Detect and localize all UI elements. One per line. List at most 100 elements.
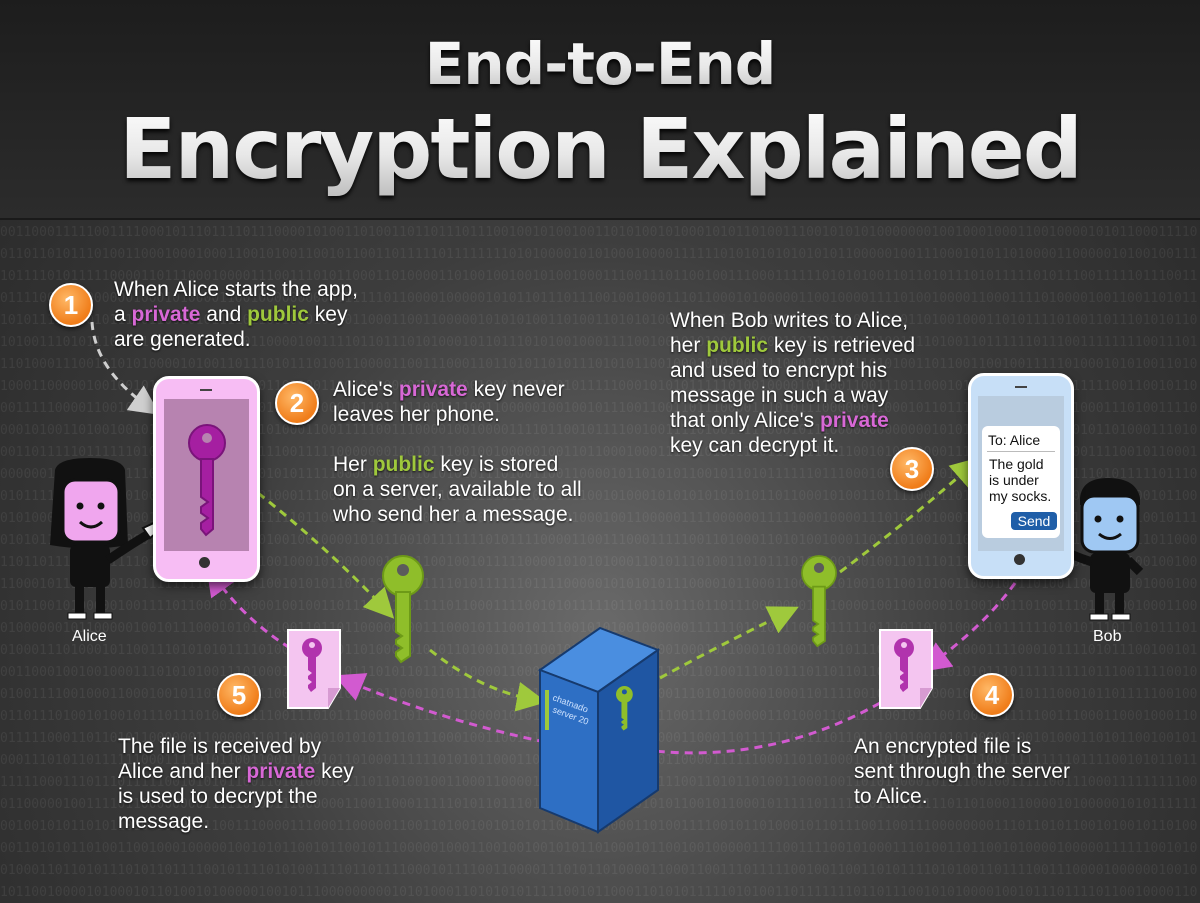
- phone-home-button: [199, 557, 210, 568]
- title-line-2: Encryption Explained: [0, 100, 1200, 198]
- arrow-bob-to-file: [920, 582, 1017, 673]
- arrow-key-to-bob: [839, 457, 981, 574]
- text-line: who send her a message.: [333, 502, 653, 527]
- send-button[interactable]: Send: [1011, 512, 1057, 530]
- text-segment: that only Alice's: [670, 409, 820, 432]
- text-segment: and: [200, 303, 248, 326]
- private-key-term: private: [819, 409, 889, 432]
- text-segment: is used to decrypt the: [118, 785, 318, 808]
- text-segment: key never: [467, 378, 565, 401]
- public-key-icon: [382, 555, 424, 664]
- text-segment: sent through the server: [854, 760, 1070, 783]
- text-line: is used to decrypt the: [118, 784, 438, 809]
- alice-name-label: Alice: [72, 628, 107, 645]
- text-segment: message.: [118, 810, 210, 833]
- bob-phone: To: Alice The gold is under my socks. Se…: [968, 373, 1074, 579]
- text-line: Alice's private key never: [333, 377, 653, 402]
- public-key-icon: [616, 686, 633, 731]
- text-segment: An encrypted file is: [854, 735, 1032, 758]
- text-line: When Alice starts the app,: [114, 277, 414, 302]
- text-segment: key can decrypt it.: [670, 434, 840, 457]
- text-segment: to Alice.: [854, 785, 928, 808]
- alice-figure: [50, 458, 162, 620]
- text-segment: on a server, available to all: [333, 478, 582, 501]
- step-3-text: When Bob writes to Alice,her public key …: [670, 308, 970, 458]
- phone-speaker: [200, 389, 212, 391]
- text-segment: leaves her phone.: [333, 403, 500, 426]
- text-line: sent through the server: [854, 759, 1154, 784]
- text-segment: key is stored: [434, 453, 559, 476]
- text-segment: key: [315, 760, 354, 783]
- private-key-term: private: [398, 378, 468, 401]
- text-line: Her public key is stored: [333, 452, 653, 477]
- message-recipient: To: Alice: [988, 432, 1041, 448]
- phone-home-button: [1014, 554, 1025, 565]
- public-key-term: public: [247, 303, 309, 326]
- arrow-server-to-key: [659, 606, 799, 680]
- text-line: leaves her phone.: [333, 402, 653, 427]
- private-key-term: private: [246, 760, 316, 783]
- text-line: [333, 427, 653, 452]
- step-badge-5: 5: [217, 673, 261, 717]
- server-icon: chatnado server 20: [537, 626, 661, 834]
- arrow-key-to-server: [429, 648, 547, 712]
- text-segment: her: [670, 334, 707, 357]
- text-segment: The file is received by: [118, 735, 322, 758]
- text-segment: key is retrieved: [768, 334, 916, 357]
- text-line: message.: [118, 809, 438, 834]
- text-line: to Alice.: [854, 784, 1154, 809]
- bob-name-label: Bob: [1093, 628, 1122, 645]
- phone-speaker: [1015, 386, 1027, 388]
- text-segment: When Alice starts the app,: [114, 278, 358, 301]
- text-line: a private and public key: [114, 302, 414, 327]
- text-segment: Alice and her: [118, 760, 247, 783]
- arrow-generate: [90, 321, 160, 415]
- text-segment: key: [308, 303, 348, 326]
- text-line: When Bob writes to Alice,: [670, 308, 970, 333]
- step-badge-3: 3: [890, 447, 934, 491]
- bob-phone-screen: To: Alice The gold is under my socks. Se…: [978, 396, 1064, 551]
- step-1-text: When Alice starts the app,a private and …: [114, 277, 414, 352]
- text-line: The file is received by: [118, 734, 438, 759]
- alice-phone-screen: [164, 399, 249, 551]
- text-segment: Her: [333, 453, 373, 476]
- text-line: her public key is retrieved: [670, 333, 970, 358]
- text-segment: and used to encrypt his: [670, 359, 888, 382]
- text-line: that only Alice's private: [670, 408, 970, 433]
- arrow-file-to-server: [613, 701, 881, 765]
- message-body: The gold is under my socks.: [989, 456, 1059, 504]
- arrow-file-to-alice: [206, 565, 291, 650]
- text-segment: are generated.: [114, 328, 251, 351]
- step-badge-1: 1: [49, 283, 93, 327]
- private-key-icon: [188, 424, 226, 537]
- message-line: my socks.: [989, 488, 1052, 504]
- text-segment: a: [114, 303, 132, 326]
- encrypted-file-icon: [879, 629, 933, 709]
- message-compose-card: To: Alice The gold is under my socks. Se…: [982, 426, 1060, 538]
- private-key-term: private: [131, 303, 201, 326]
- text-line: Alice and her private key: [118, 759, 438, 784]
- message-line: The gold: [989, 456, 1044, 472]
- text-line: An encrypted file is: [854, 734, 1154, 759]
- alice-phone: [153, 376, 260, 582]
- text-segment: who send her a message.: [333, 503, 574, 526]
- text-segment: When Bob writes to Alice,: [670, 309, 909, 332]
- public-key-term: public: [706, 334, 769, 357]
- divider: [987, 451, 1055, 452]
- text-line: on a server, available to all: [333, 477, 653, 502]
- arrow-server-to-file: [333, 673, 546, 744]
- text-line: key can decrypt it.: [670, 433, 970, 458]
- step-badge-4: 4: [970, 673, 1014, 717]
- text-line: message in such a way: [670, 383, 970, 408]
- text-segment: message in such a way: [670, 384, 889, 407]
- arrow-public-key-upload: [257, 491, 395, 619]
- public-key-term: public: [372, 453, 435, 476]
- public-key-icon: [801, 555, 837, 648]
- text-line: are generated.: [114, 327, 414, 352]
- text-line: and used to encrypt his: [670, 358, 970, 383]
- text-segment: Alice's: [333, 378, 399, 401]
- header-banner: End-to-End Encryption Explained: [0, 0, 1200, 220]
